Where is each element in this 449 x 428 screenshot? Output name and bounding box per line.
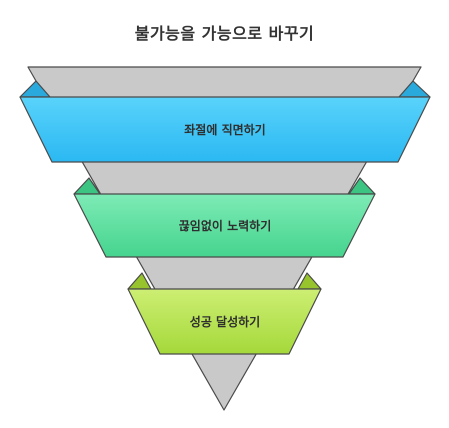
layer-1-band xyxy=(19,96,431,163)
layer-2-label: 끊임없이 노력하기 xyxy=(179,218,272,233)
layer-3-band xyxy=(127,288,322,355)
layer-3-label: 성공 달성하기 xyxy=(190,314,260,329)
layer-2-band xyxy=(73,193,376,258)
layer-1-label: 좌절에 직면하기 xyxy=(184,122,265,137)
diagram-title: 불가능을 가능으로 바꾸기 xyxy=(134,24,315,43)
